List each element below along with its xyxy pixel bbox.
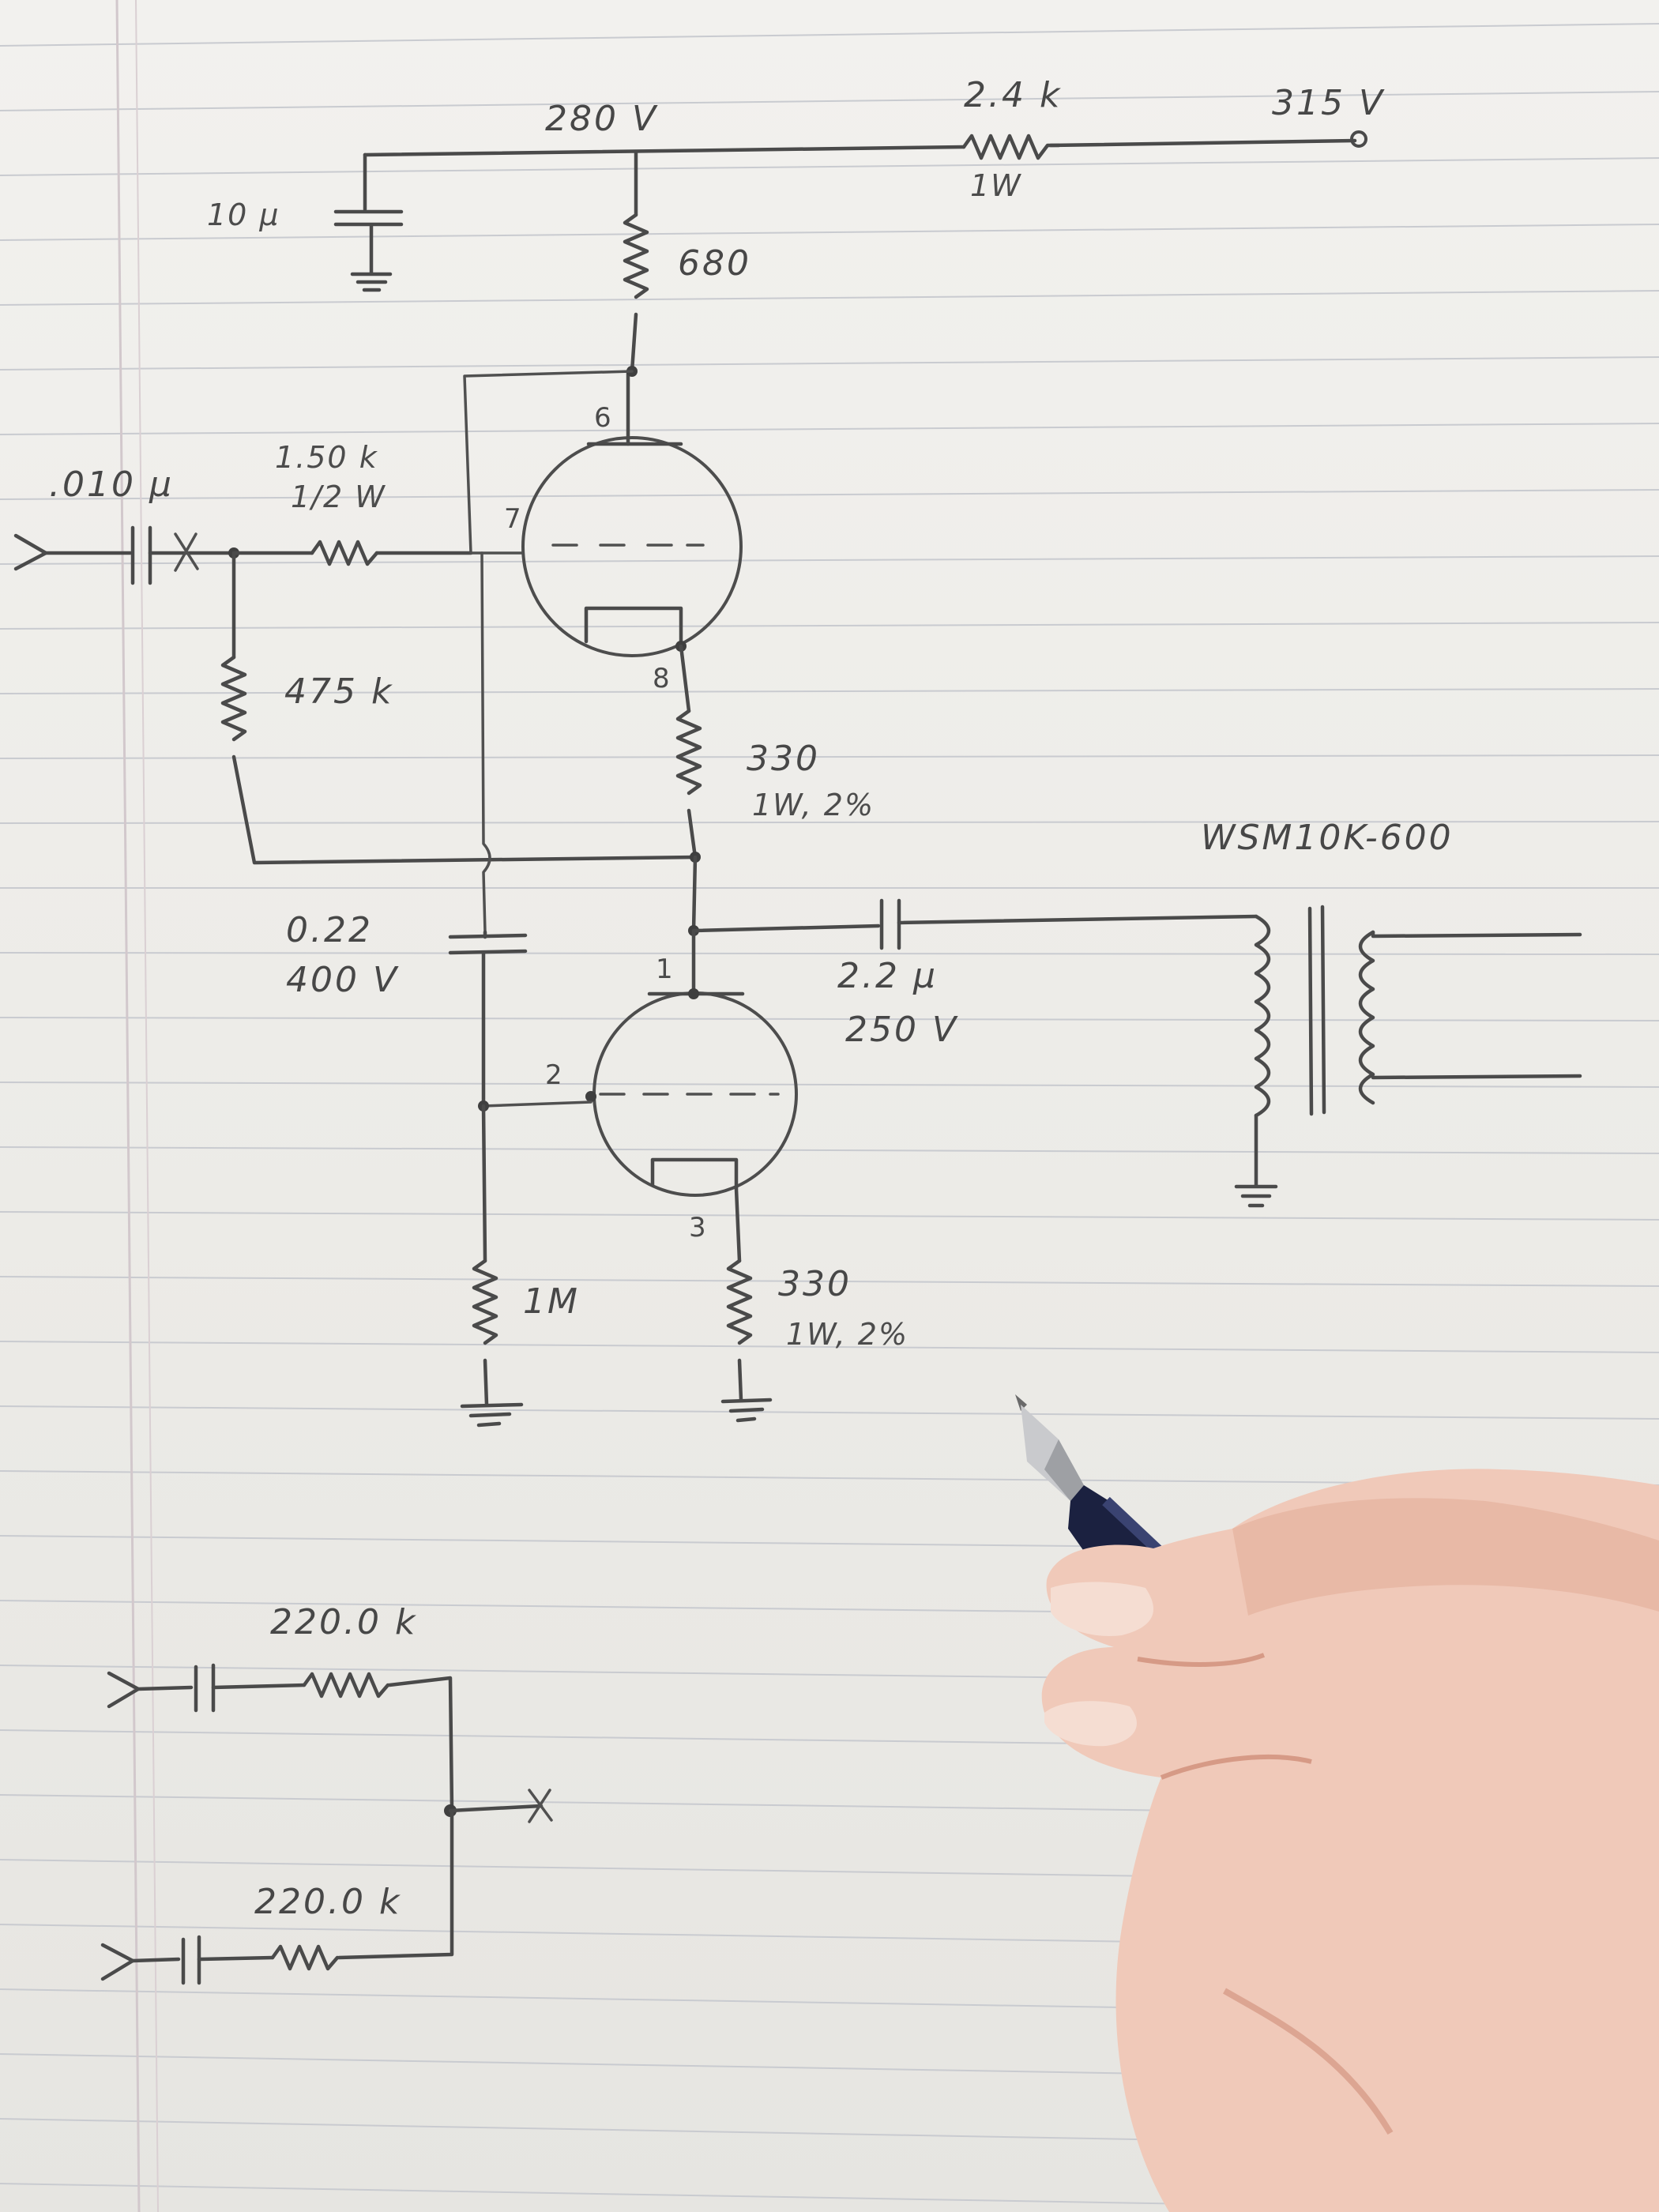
filter-capacitor	[333, 152, 404, 292]
upper-cathode-label: 330	[747, 739, 820, 779]
coupling-capacitor-022	[448, 930, 528, 1108]
output-cap-rating-label: 250 V	[845, 1010, 958, 1050]
lower-grid-wire	[482, 1100, 592, 1108]
upper-tube	[521, 366, 743, 657]
mixer-bottom-branch	[100, 1808, 454, 1985]
plate-voltage-label: 280 V	[545, 99, 658, 139]
lower-pin-grid: 2	[545, 1059, 562, 1091]
output-transformer	[1234, 905, 1582, 1208]
grid-bus-wire	[480, 551, 491, 934]
lower-grid-resistor-label: 1M	[523, 1281, 580, 1322]
mixer-top-resistor-label: 220.0 k	[270, 1602, 417, 1642]
plate-resistor-label: 680	[678, 243, 751, 284]
grid-stopper-resistor	[231, 540, 523, 566]
input-voltage-label: 315 V	[1272, 83, 1385, 123]
filter-cap-label: 10 µ	[207, 198, 280, 232]
input-jack-and-cap	[13, 525, 239, 585]
plate-resistor-680	[623, 149, 649, 374]
supply-rail	[363, 130, 1367, 157]
upper-pin-plate: 6	[594, 402, 611, 434]
coupling-cap-label: 0.22	[286, 910, 373, 950]
lower-pin-cathode: 3	[689, 1212, 706, 1243]
lower-cathode-rating-label: 1W, 2%	[786, 1317, 908, 1352]
lower-cathode-label: 330	[778, 1264, 852, 1304]
dropper-resistor	[961, 134, 1061, 160]
lower-pin-plate: 1	[656, 954, 673, 985]
upper-pin-cathode: 8	[653, 663, 670, 694]
stage-link-wire	[691, 855, 698, 933]
mixer-top-branch	[107, 1663, 454, 1811]
coupling-cap-rating-label: 400 V	[286, 960, 399, 1000]
transformer-label: WSM10K-600	[1201, 818, 1454, 858]
grid-resistor-label: 1.50 k	[275, 440, 378, 475]
grid-leak-resistor	[220, 551, 698, 865]
grid-resistor-rating-label: 1/2 W	[291, 480, 386, 514]
input-cap-label: .010 µ	[49, 465, 174, 505]
mixer-bottom-resistor-label: 220.0 k	[254, 1882, 401, 1922]
lower-grid-resistor-1m	[460, 1104, 524, 1428]
hand	[1041, 1469, 1659, 2212]
output-cap-label: 2.2 µ	[837, 956, 938, 996]
dropper-value-label: 2.4 k	[964, 75, 1062, 115]
lower-tube	[585, 928, 798, 1197]
upper-pin-grid: 7	[504, 503, 521, 535]
dropper-rating-label: 1W	[970, 168, 1022, 203]
output-coupling-capacitor	[691, 898, 1258, 950]
lower-cathode-resistor-330	[720, 1187, 773, 1423]
grid-leak-label: 475 k	[284, 672, 393, 712]
plate-feedback-wire	[463, 370, 634, 555]
upper-cathode-rating-label: 1W, 2%	[752, 788, 875, 822]
